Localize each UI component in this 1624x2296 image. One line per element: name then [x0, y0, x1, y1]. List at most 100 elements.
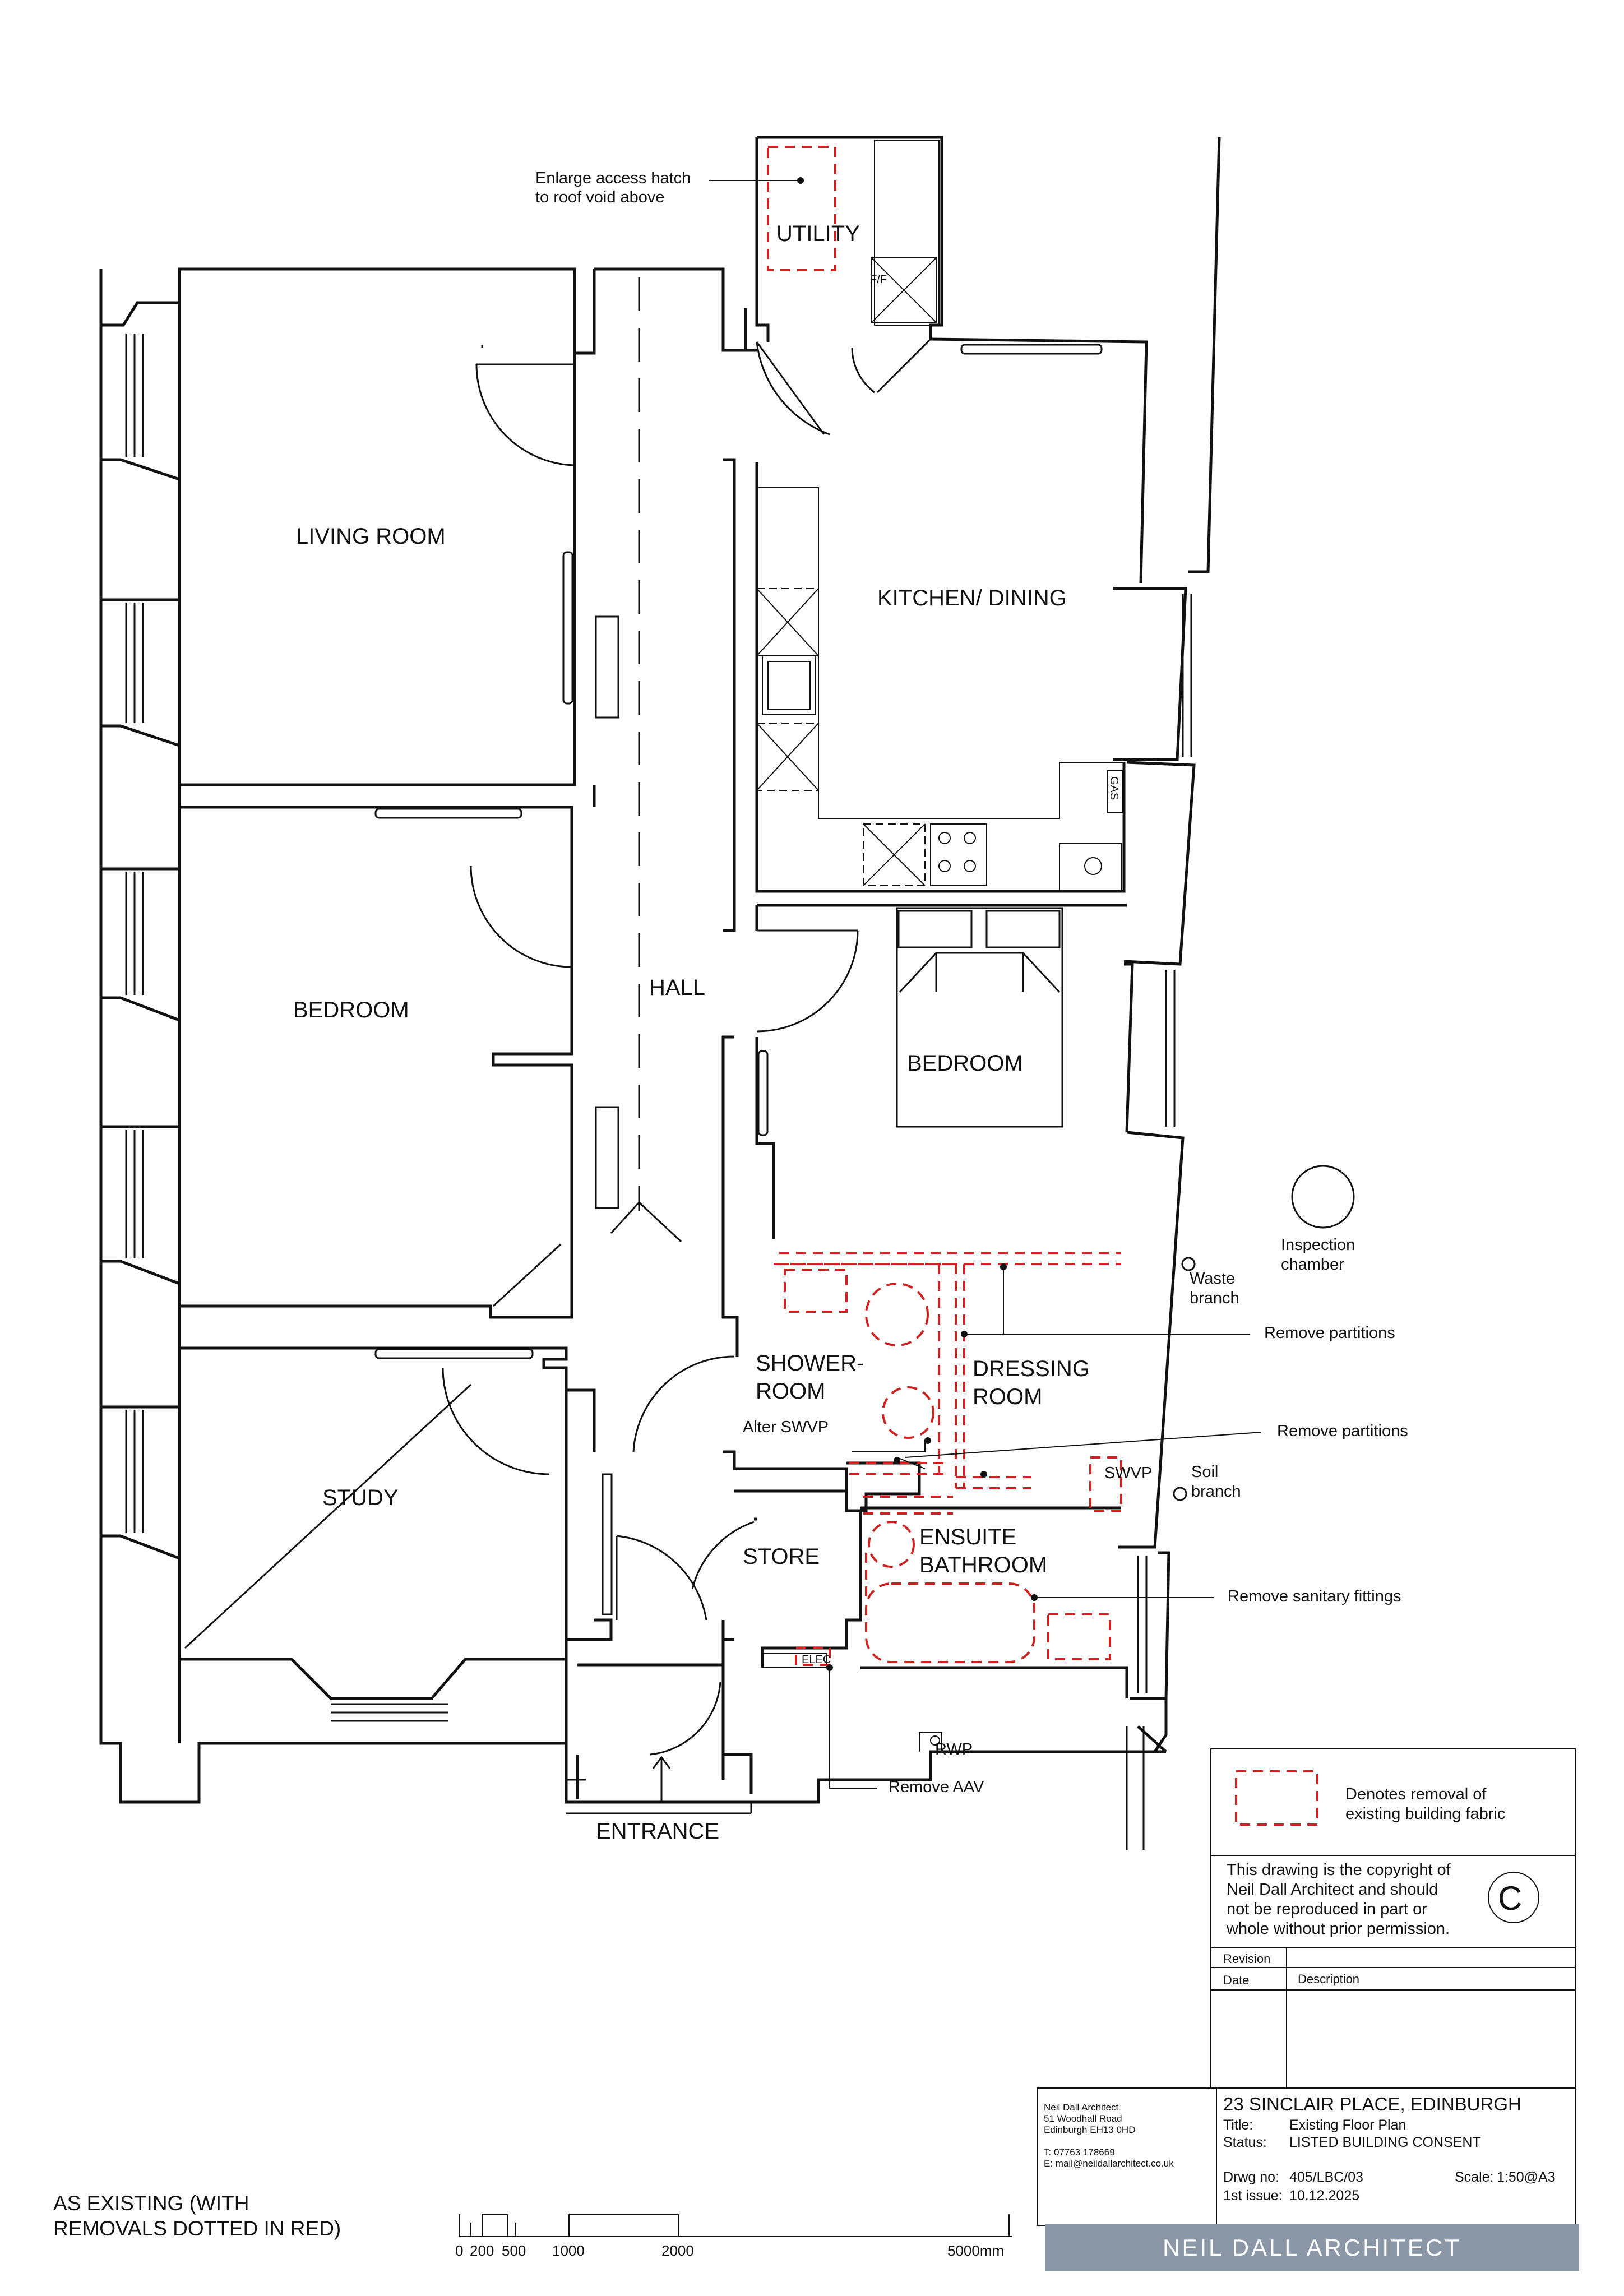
kitchen-cabinet-1 [756, 588, 819, 656]
bed-frame [896, 907, 1063, 1128]
door-utility-right [851, 338, 932, 394]
removal-ensuite-partition [863, 1496, 953, 1603]
leader-alter-swvp [852, 1441, 926, 1469]
study-diagonal [184, 1383, 472, 1649]
soil-branch-marker [1173, 1487, 1187, 1501]
dot-swvp [924, 1437, 931, 1444]
removal-hatch [767, 146, 836, 271]
leader-remove-partitions-2 [905, 1432, 1262, 1458]
room-label-ff: F/F [870, 274, 887, 286]
room-label-elec: ELEC [802, 1654, 831, 1666]
note-soil-2: branch [1191, 1483, 1241, 1501]
room-label-hall: HALL [649, 975, 706, 1000]
hob-ring-4 [964, 860, 976, 872]
hall-corridor-walls [565, 267, 848, 1491]
door-entrance-main [650, 1681, 721, 1756]
bed-pillow-2 [985, 910, 1061, 948]
note-remove-sanitary: Remove sanitary fittings [1228, 1587, 1401, 1605]
waste-branch-marker [1181, 1257, 1196, 1271]
radiator-bedroom-top [374, 808, 522, 819]
window-living-1 [125, 334, 144, 457]
right-exterior-wall [1113, 137, 1221, 1753]
radiator-living [562, 551, 573, 705]
kitchen-sink-basin [767, 661, 811, 710]
radiator-study [374, 1348, 534, 1359]
dot-partition-2 [980, 1471, 987, 1478]
cabinet-cross-1 [756, 588, 926, 886]
room-label-dressing-1: DRESSING [973, 1357, 1090, 1381]
window-bedroom-2 [125, 1130, 144, 1258]
removal-basin [1047, 1613, 1111, 1660]
room-label-kitchen: KITCHEN/ DINING [877, 586, 1067, 610]
window-bedroom-1 [125, 872, 144, 995]
room-label-ensuite-2: BATHROOM [919, 1553, 1048, 1577]
removal-shower-basin [865, 1283, 929, 1346]
window-bedroom-right [1165, 970, 1176, 1127]
room-label-dressing-2: ROOM [973, 1385, 1043, 1409]
door-bedroom-left [470, 865, 572, 968]
caption-line-1: AS EXISTING (WITH [53, 2192, 249, 2215]
scale-tick-5000: 5000mm [947, 2242, 1005, 2259]
removal-wc [882, 1386, 934, 1439]
bed-cover [899, 952, 1061, 993]
window-living-2 [125, 603, 144, 723]
room-label-swvp: SWVP [1104, 1464, 1153, 1482]
door-study [442, 1367, 550, 1475]
window-study-bay [331, 1703, 448, 1722]
ensuite-walls [860, 1506, 1128, 1698]
legend-removal-swatch [1235, 1770, 1318, 1826]
fridge-cross [871, 257, 937, 323]
radiator-hall-1 [595, 615, 619, 719]
office-address-1: 51 Woodhall Road [1044, 2113, 1122, 2124]
hob-ring-2 [964, 832, 976, 844]
window-kitchen-right [1182, 594, 1192, 757]
note-alter-swvp: Alter SWVP [743, 1418, 829, 1436]
room-label-utility: UTILITY [776, 221, 860, 246]
store-walls [565, 1461, 921, 1794]
room-label-store: STORE [743, 1544, 820, 1569]
room-label-entrance: ENTRANCE [596, 1819, 720, 1844]
project-issue-value: 10.12.2025 [1289, 2188, 1360, 2204]
left-bay-projections [101, 269, 181, 1743]
door-living [475, 363, 575, 466]
architect-logo: NEIL DALL ARCHITECT [1045, 2224, 1579, 2271]
project-drwg-value: 405/LBC/03 [1289, 2169, 1364, 2185]
rwp-pipe [1126, 1726, 1145, 1850]
office-name: Neil Dall Architect [1044, 2102, 1119, 2113]
copyright-symbol: C [1498, 1880, 1523, 1917]
radiator-entrance [602, 1473, 613, 1615]
note-waste-2: branch [1190, 1289, 1239, 1307]
hob-ring-3 [938, 860, 951, 872]
project-scale-value: 1:50@A3 [1497, 2169, 1556, 2185]
removal-ensuite-wc [868, 1521, 915, 1568]
door-shower [632, 1355, 735, 1452]
study-walls [178, 1346, 568, 1700]
dot-hatch [797, 177, 804, 184]
note-inspection-1: Inspection [1281, 1236, 1355, 1254]
caption-line-2: REMOVALS DOTTED IN RED) [53, 2217, 341, 2240]
removal-swvp [1089, 1456, 1122, 1512]
legend-line-1: Denotes removal of [1345, 1785, 1487, 1803]
entrance-steps [566, 1779, 752, 1814]
copyright-symbol-circle [1488, 1872, 1539, 1923]
room-label-living-room: LIVING ROOM [296, 524, 446, 549]
revision-date-label: Date [1223, 1973, 1250, 1987]
hob-ring-1 [938, 832, 951, 844]
note-remove-partitions-1: Remove partitions [1264, 1324, 1395, 1342]
dot-partition [961, 1331, 968, 1337]
scale-bar-line [459, 2214, 1012, 2237]
removal-aav [795, 1647, 831, 1666]
note-waste-1: Waste [1190, 1270, 1236, 1288]
project-address: 23 SINCLAIR PLACE, EDINBURGH [1223, 2094, 1521, 2114]
kitchen-cabinet-3 [863, 823, 926, 886]
entrance-arrow [652, 1756, 671, 1802]
note-inspection-2: chamber [1281, 1256, 1344, 1274]
revision-dividers [1211, 1948, 1575, 2088]
scale-tick-2000: 2000 [661, 2242, 694, 2259]
project-issue-label: 1st issue: [1223, 2188, 1283, 2204]
window-ensuite-right [1137, 1556, 1148, 1693]
rwp-wall-step [919, 1732, 942, 1752]
bed-pillow-1 [897, 910, 973, 948]
note-remove-partitions-2: Remove partitions [1277, 1422, 1408, 1440]
